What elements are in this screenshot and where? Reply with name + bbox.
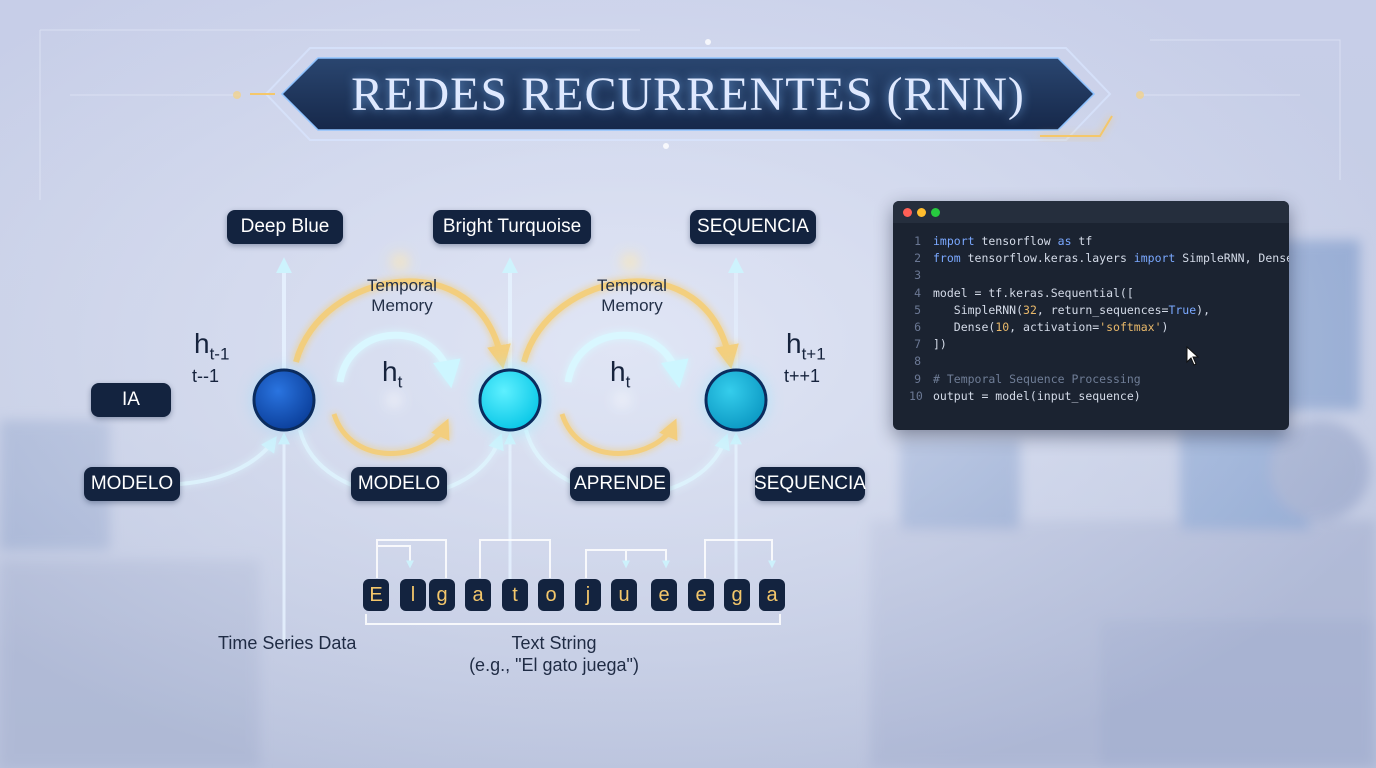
- code-text: output = model(input_sequence): [933, 388, 1141, 403]
- text-char: u: [611, 579, 637, 611]
- code-line: 5 SimpleRNN(32, return_sequences=True),: [893, 302, 1289, 319]
- code-window: 1 import tensorflow as tf 2 from tensorflow…: [893, 201, 1289, 430]
- text-char: j: [575, 579, 601, 611]
- bottom-label-modelo-left: MODELO: [84, 467, 180, 501]
- code-line: 1 import tensorflow as tf: [893, 233, 1289, 250]
- text-char: t: [502, 579, 528, 611]
- hidden-state-next-label: ht+1: [786, 328, 826, 364]
- code-text: import tensorflow as tf: [933, 234, 1093, 248]
- code-line: 4 model = tf.keras.Sequential([: [893, 285, 1289, 302]
- rnn-node-bright-turquoise: [474, 364, 546, 436]
- top-label-deep-blue: Deep Blue: [227, 210, 343, 244]
- text-char: e: [688, 579, 714, 611]
- hidden-state-label-1: ht: [382, 356, 403, 392]
- close-dot-icon[interactable]: [903, 208, 912, 217]
- text-char: g: [724, 579, 750, 611]
- code-text: model = tf.keras.Sequential([: [933, 285, 1134, 300]
- code-text: SimpleRNN(32, return_sequences=True),: [933, 302, 1210, 317]
- line-number: 6: [914, 319, 921, 334]
- code-line: 8: [893, 353, 1289, 370]
- text-char: e: [651, 579, 677, 611]
- code-text: ]): [933, 337, 947, 352]
- text-char: E: [363, 579, 389, 611]
- caption-text-string: Text String (e.g., "El gato juega"): [469, 633, 639, 675]
- top-label-bright-turquoise: Bright Turquoise: [433, 210, 591, 244]
- text-char: g: [429, 579, 455, 611]
- time-index-prev: t--1: [192, 366, 219, 386]
- top-label-sequencia: SEQUENCIA: [690, 210, 816, 244]
- code-text: # Temporal Sequence Processing: [933, 371, 1141, 386]
- hidden-state-prev-label: ht-1: [194, 328, 230, 364]
- line-number: 5: [914, 302, 921, 317]
- line-number: 10: [909, 388, 923, 403]
- line-number: 1: [914, 234, 921, 248]
- code-line: 6 Dense(10, activation='softmax'): [893, 319, 1289, 336]
- code-editor[interactable]: 1 import tensorflow as tf 2 from tensorflow…: [893, 223, 1289, 405]
- code-window-titlebar: [893, 201, 1289, 223]
- mouse-cursor-icon: [1186, 346, 1200, 366]
- caption-time-series: Time Series Data: [218, 633, 357, 653]
- page-title: REDES RECURRENTES (RNN): [351, 67, 1025, 121]
- line-number: 9: [914, 371, 921, 386]
- bottom-label-sequencia: SEQUENCIA: [754, 467, 866, 501]
- code-text: from tensorflow.keras.layers import Simp…: [933, 251, 1289, 266]
- line-number: 4: [914, 285, 921, 300]
- input-label-ia: IA: [91, 383, 171, 417]
- minimize-dot-icon[interactable]: [917, 208, 926, 217]
- text-char: a: [465, 579, 491, 611]
- code-line: 2 from tensorflow.keras.layers import Sim…: [893, 250, 1289, 267]
- code-line: 3: [893, 267, 1289, 284]
- maximize-dot-icon[interactable]: [931, 208, 940, 217]
- code-text: Dense(10, activation='softmax'): [933, 319, 1169, 334]
- line-number: 7: [914, 337, 921, 352]
- text-char: o: [538, 579, 564, 611]
- rnn-node-deep-blue: [250, 366, 318, 434]
- bottom-label-modelo: MODELO: [351, 467, 447, 501]
- line-number: 3: [914, 268, 921, 283]
- bottom-label-aprende: APRENDE: [570, 467, 670, 501]
- text-char: l: [400, 579, 426, 611]
- rnn-node-third: [702, 366, 770, 434]
- time-index-next: t++1: [784, 366, 821, 386]
- code-line: 9 # Temporal Sequence Processing: [893, 371, 1289, 388]
- text-char: a: [759, 579, 785, 611]
- code-line: 7]): [893, 336, 1289, 353]
- hidden-state-label-2: ht: [610, 356, 631, 392]
- title-banner: [250, 39, 1113, 149]
- code-line: 10 output = model(input_sequence): [893, 388, 1289, 405]
- line-number: 8: [914, 354, 921, 369]
- line-number: 2: [914, 251, 921, 266]
